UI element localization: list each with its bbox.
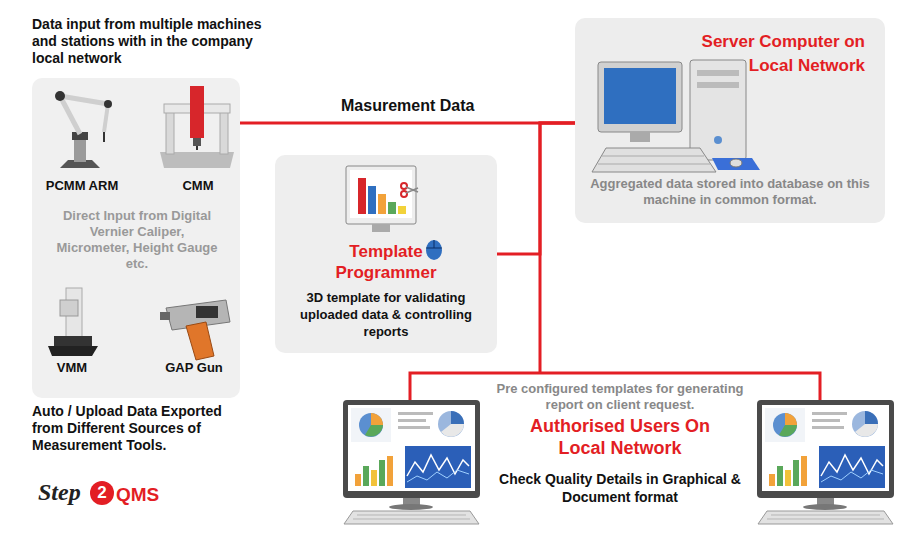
logo-text: QMS xyxy=(116,484,176,506)
network-connector xyxy=(497,123,575,254)
instrument-name: VMM xyxy=(32,360,112,376)
logo-text: Step xyxy=(38,478,98,506)
panel-heading: Data input from multiple machines and st… xyxy=(32,16,277,67)
pcmm-arm-icon xyxy=(55,91,112,168)
instrument-name: CMM xyxy=(148,178,248,194)
users-title: Authorised Users On Local Network xyxy=(525,415,715,459)
users-description: Check Quality Details in Graphical & Doc… xyxy=(492,470,748,506)
gap-gun-icon xyxy=(160,300,230,360)
instrument-note: Direct Input from Digital Vernier Calipe… xyxy=(52,208,222,272)
network-connector xyxy=(240,122,575,125)
instrument-name: GAP Gun xyxy=(144,360,244,376)
note-text: Auto / Upload Data Exported from Differe… xyxy=(32,403,247,454)
network-connector xyxy=(540,123,575,373)
server-computer-icon xyxy=(592,60,760,172)
connector-label: Masurement Data xyxy=(338,96,477,115)
panel-title: Template Programmer xyxy=(316,241,456,283)
instrument-name: PCMM ARM xyxy=(32,178,132,194)
cmm-icon xyxy=(160,86,234,168)
logo-number: 2 xyxy=(90,481,114,505)
user-monitor xyxy=(757,400,894,524)
users-note: Pre configured templates for generating … xyxy=(487,381,753,413)
user-monitor xyxy=(343,400,480,524)
panel-description: Aggregated data stored into database on … xyxy=(580,176,880,208)
users-area: Pre configured templates for generating … xyxy=(487,373,753,523)
panel-title: Server Computer on Local Network xyxy=(685,30,865,78)
panel-description: 3D template for validating uploaded data… xyxy=(291,289,481,340)
vmm-icon xyxy=(48,288,98,356)
network-line xyxy=(410,373,820,400)
template-programmer-icon xyxy=(346,166,442,260)
